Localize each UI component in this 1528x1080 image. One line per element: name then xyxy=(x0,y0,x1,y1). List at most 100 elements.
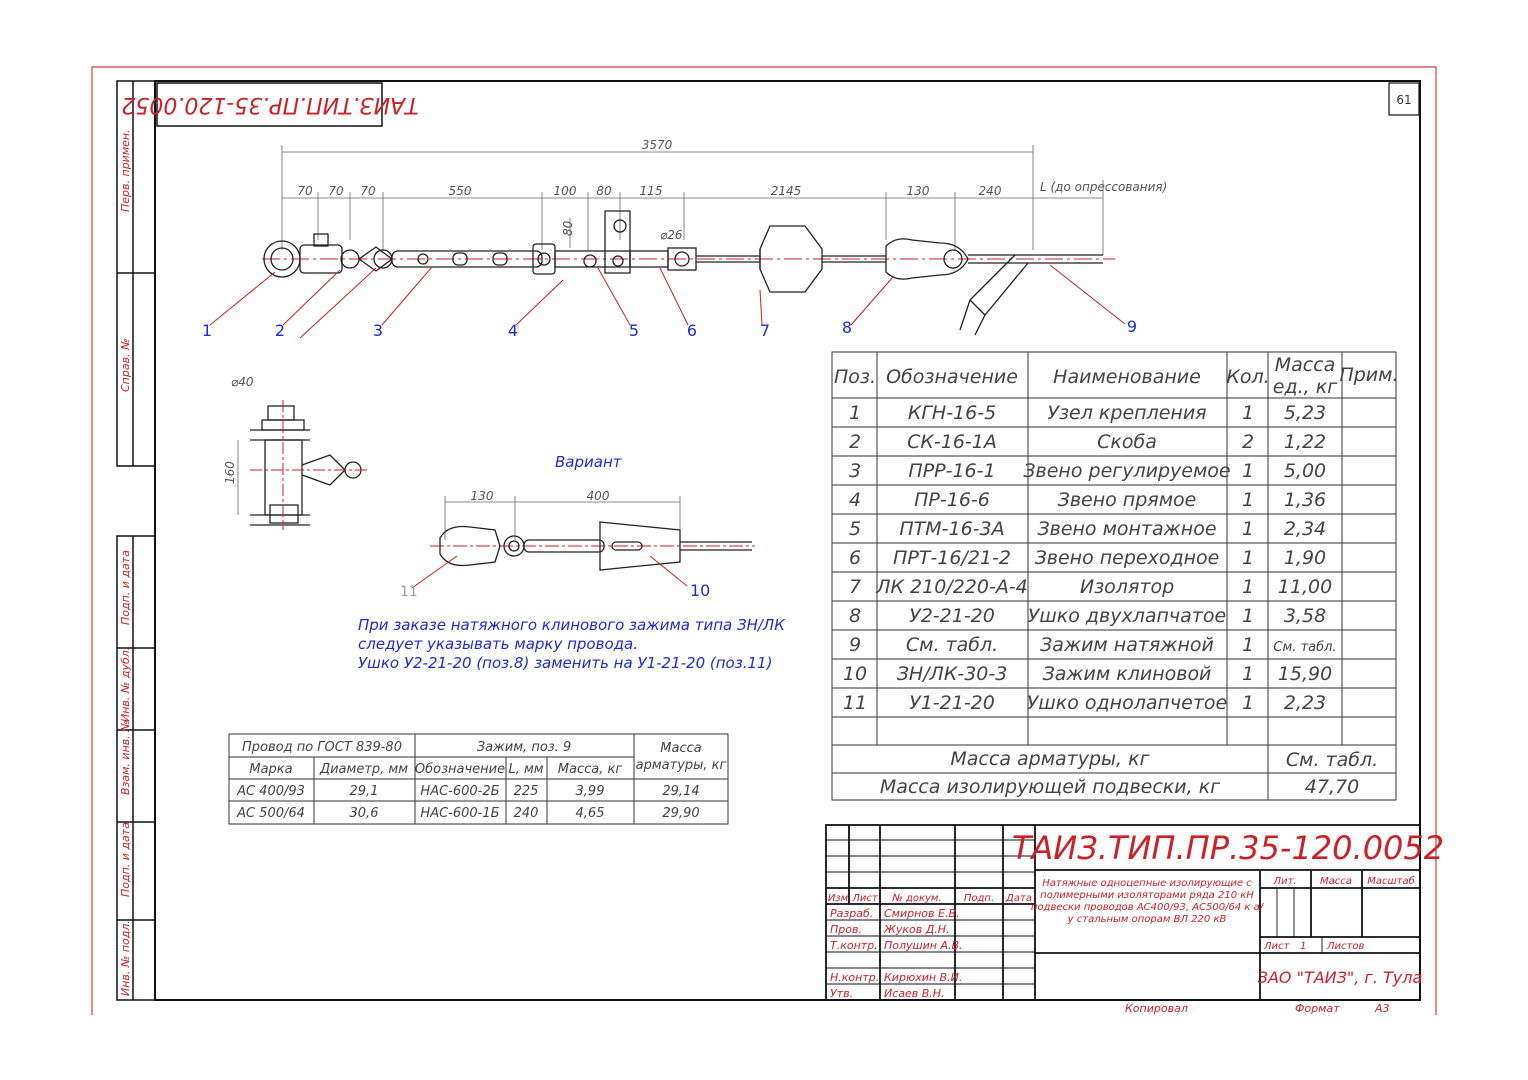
wire-cell: НАС-600-2Б xyxy=(420,784,499,799)
sheet-number-box xyxy=(1388,82,1420,116)
parts-cell: ПРТ-16/21-2 xyxy=(893,547,1011,569)
col-date: Дата xyxy=(1005,893,1032,904)
dim-115: 115 xyxy=(640,184,663,198)
parts-cell: 1 xyxy=(1242,518,1254,540)
pos-8: 8 xyxy=(842,318,852,337)
wire-group-1: Провод по ГОСТ 839-80 xyxy=(242,740,402,755)
parts-cell: См. табл. xyxy=(906,634,998,656)
strip-label-podp1: Подп. и дата xyxy=(119,550,132,625)
parts-cell: 1 xyxy=(1242,605,1254,627)
parts-header-name: Наименование xyxy=(1053,366,1201,388)
dim-d40: ⌀40 xyxy=(231,375,254,389)
wire-group-3-line1: Масса xyxy=(660,741,701,756)
variant-view: Вариант 130 400 11 10 xyxy=(400,453,755,600)
parts-cell: См. табл. xyxy=(1273,640,1336,655)
parts-cell: 1,36 xyxy=(1284,489,1326,511)
pos-2: 2 xyxy=(275,321,285,340)
title-role: Утв. xyxy=(830,987,853,1000)
parts-cell: У2-21-20 xyxy=(909,605,995,627)
pos-7: 7 xyxy=(760,321,770,340)
parts-cell: Зажим натяжной xyxy=(1040,634,1214,656)
parts-cell: ПТМ-16-3А xyxy=(899,518,1004,540)
title-person: Исаев В.Н. xyxy=(884,987,945,1000)
title-role: Н.контр. xyxy=(830,971,879,984)
dim-2145: 2145 xyxy=(771,184,802,198)
organization: ЗАО "ТАИЗ", г. Тула xyxy=(1258,968,1423,987)
parts-cell: 10 xyxy=(843,663,867,685)
parts-cell: 1 xyxy=(1242,402,1254,424)
parts-cell: 5,00 xyxy=(1284,460,1326,482)
wire-cell: 29,90 xyxy=(662,806,699,821)
wire-group-2: Зажим, поз. 9 xyxy=(477,740,571,755)
parts-cell: ЛК 210/220-А-4 xyxy=(875,576,1028,598)
title-code: ТАИЗ.ТИП.ПР.35-120.0052 xyxy=(1012,829,1444,867)
parts-header-mass-line2: ед., кг xyxy=(1273,376,1338,398)
note-line-3: Ушко У2-21-20 (поз.8) заменить на У1-21-… xyxy=(358,654,772,672)
parts-cell: КГН-16-5 xyxy=(908,402,996,424)
variant-pos-10: 10 xyxy=(690,581,710,600)
parts-cell: Ушко двухлапчатое xyxy=(1028,605,1226,627)
note-line-2: следует указывать марку провода. xyxy=(358,635,638,653)
copied-label: Копировал xyxy=(1125,1002,1188,1015)
wire-group-3-line2: арматуры, кг xyxy=(636,758,727,773)
total-fittings-label: Масса арматуры, кг xyxy=(950,748,1150,770)
dim-70-b: 70 xyxy=(328,184,344,198)
parts-header-pos: Поз. xyxy=(834,366,876,388)
parts-cell: 1 xyxy=(1242,576,1254,598)
sheet-value: 1 xyxy=(1300,941,1306,952)
dim-80: 80 xyxy=(596,184,612,198)
parts-cell: 2 xyxy=(1242,431,1254,453)
wire-cell: 240 xyxy=(514,806,539,821)
parts-header-mass-line1: Масса xyxy=(1275,354,1336,376)
parts-header-note: Прим. xyxy=(1339,364,1398,386)
note-line-1: При заказе натяжного клинового зажима ти… xyxy=(358,616,786,634)
parts-cell: 1 xyxy=(1242,692,1254,714)
dim-70-c: 70 xyxy=(360,184,376,198)
wire-cell: 4,65 xyxy=(576,806,605,821)
parts-cell: 1 xyxy=(849,402,861,424)
parts-cell: СК-16-1А xyxy=(907,431,997,453)
parts-cell: 1 xyxy=(1242,460,1254,482)
title-block: ТАИЗ.ТИП.ПР.35-120.0052 Натяжные одноцеп… xyxy=(825,824,1444,1001)
strip-label-sprav: Справ. № xyxy=(119,338,132,392)
title-role: Разраб. xyxy=(830,907,873,920)
parts-cell: Звено переходное xyxy=(1035,547,1220,569)
parts-cell: Звено прямое xyxy=(1058,489,1197,511)
total-suspension-value: 47,70 xyxy=(1305,776,1359,798)
wire-cell: 225 xyxy=(514,784,539,799)
trim-border xyxy=(91,66,1437,1015)
parts-cell: ПРР-16-1 xyxy=(908,460,995,482)
variant-pos-11: 11 xyxy=(400,584,418,600)
title-person: Кирюхин В.И. xyxy=(884,971,962,984)
lit-label: Лит. xyxy=(1272,876,1296,887)
wire-header-designation: Обозначение xyxy=(415,762,505,777)
wire-header-mark: Марка xyxy=(249,762,292,777)
wire-cell: 3,99 xyxy=(576,784,605,799)
parts-cell: Зажим клиновой xyxy=(1043,663,1212,685)
rotated-code: ТАИЗ.ТИП.ПР.35-120.0052 xyxy=(121,92,418,117)
strip-label-podp2: Подп. и дата xyxy=(119,822,132,897)
parts-cell: 1 xyxy=(1242,489,1254,511)
parts-cell: Ушко однолапчетое xyxy=(1027,692,1227,714)
title-role: Т.контр. xyxy=(830,939,878,952)
col-izm: Изм xyxy=(828,893,849,904)
pos-5: 5 xyxy=(629,321,639,340)
dim-80-vertical: 80 xyxy=(561,220,575,236)
strip-label-inv-podl: Инв. № подл. xyxy=(119,920,132,996)
parts-cell: Звено монтажное xyxy=(1037,518,1216,540)
wire-cell: АС 400/93 xyxy=(236,784,305,799)
format-label: Формат xyxy=(1295,1002,1340,1015)
parts-cell: ЗН/ЛК-30-3 xyxy=(897,663,1008,685)
title-desc-4: у стальным опорам ВЛ 220 кВ xyxy=(1067,914,1227,925)
title-person: Смирнов Е.В. xyxy=(884,907,960,920)
dim-100: 100 xyxy=(554,184,577,198)
sheet-label: Лист xyxy=(1263,941,1291,952)
parts-header-qty: Кол. xyxy=(1226,366,1269,388)
pos-4: 4 xyxy=(508,321,518,340)
col-sign: Подп. xyxy=(964,893,994,904)
parts-cell: Узел крепления xyxy=(1047,402,1206,424)
parts-cell: ПР-16-6 xyxy=(914,489,990,511)
parts-cell: 7 xyxy=(849,576,861,598)
dim-l-label: L (до опрессования) xyxy=(1040,180,1167,194)
